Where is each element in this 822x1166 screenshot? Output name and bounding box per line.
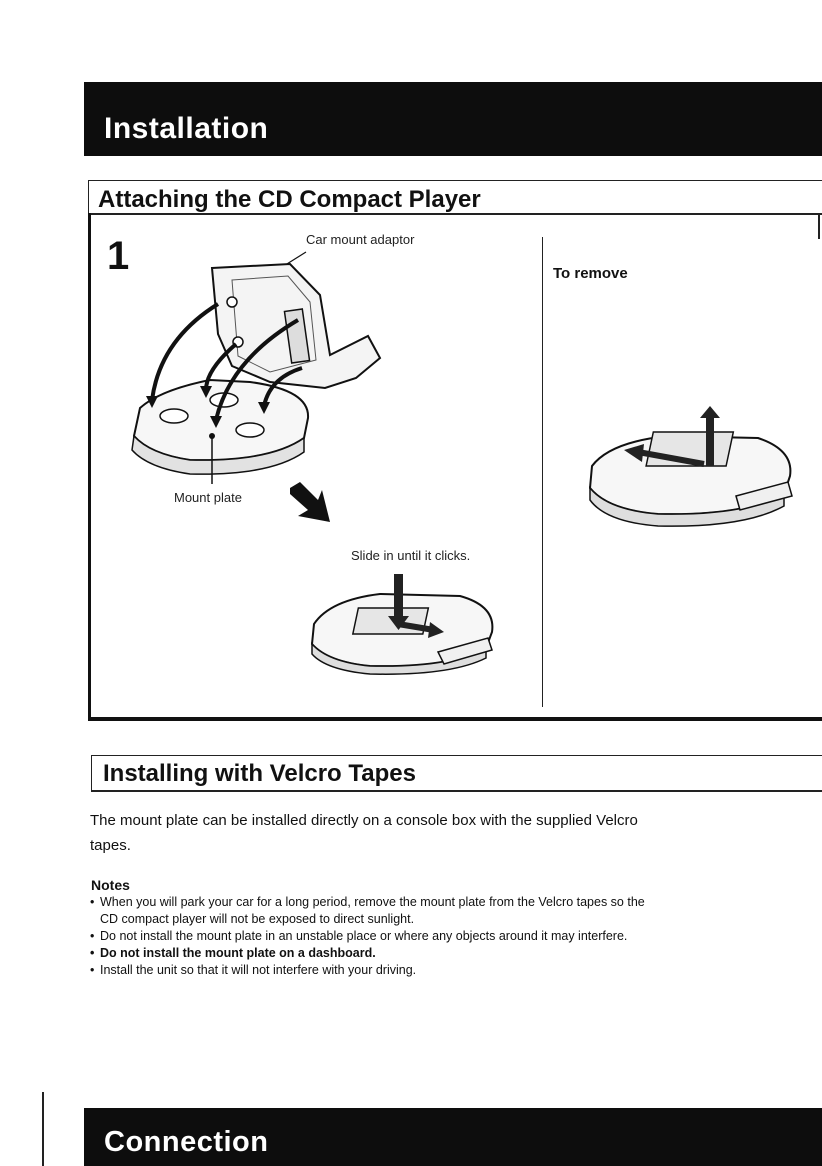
section1-right-tick [818,213,820,239]
installation-banner: Installation [84,82,822,156]
notes-list: When you will park your car for a long p… [90,894,650,979]
section1-title: Attaching the CD Compact Player [98,186,481,213]
note-item: When you will park your car for a long p… [90,894,650,928]
section1-top-rule [88,180,822,181]
to-remove-heading: To remove [553,265,628,282]
notes-title: Notes [91,877,130,893]
connection-banner: Connection [84,1108,822,1166]
car-mount-adaptor-label: Car mount adaptor [306,232,415,247]
step-number: 1 [107,234,130,278]
section1-bottom-rule [88,213,822,215]
remove-illustration [588,406,793,527]
adaptor-mount-illustration [131,251,382,484]
section1-left-rule [88,180,89,214]
note-item: Install the unit so that it will not int… [90,962,650,979]
note-item: Do not install the mount plate in an uns… [90,928,650,945]
slide-in-illustration [310,574,494,675]
note-item: Do not install the mount plate on a dash… [90,945,650,962]
slide-in-label: Slide in until it clicks. [351,548,471,563]
margin-mark [42,1092,44,1166]
section2-top-rule [91,755,822,756]
attach-panel [88,213,822,721]
installation-title: Installation [104,112,269,145]
down-right-arrow-icon [290,482,330,522]
connection-title: Connection [104,1126,269,1158]
column-divider [542,237,543,707]
section2-title: Installing with Velcro Tapes [103,760,416,787]
velcro-paragraph: The mount plate can be installed directl… [90,812,638,854]
section2-bottom-rule [91,790,822,792]
section2-left-rule [91,755,92,791]
mount-plate-label: Mount plate [174,490,242,505]
